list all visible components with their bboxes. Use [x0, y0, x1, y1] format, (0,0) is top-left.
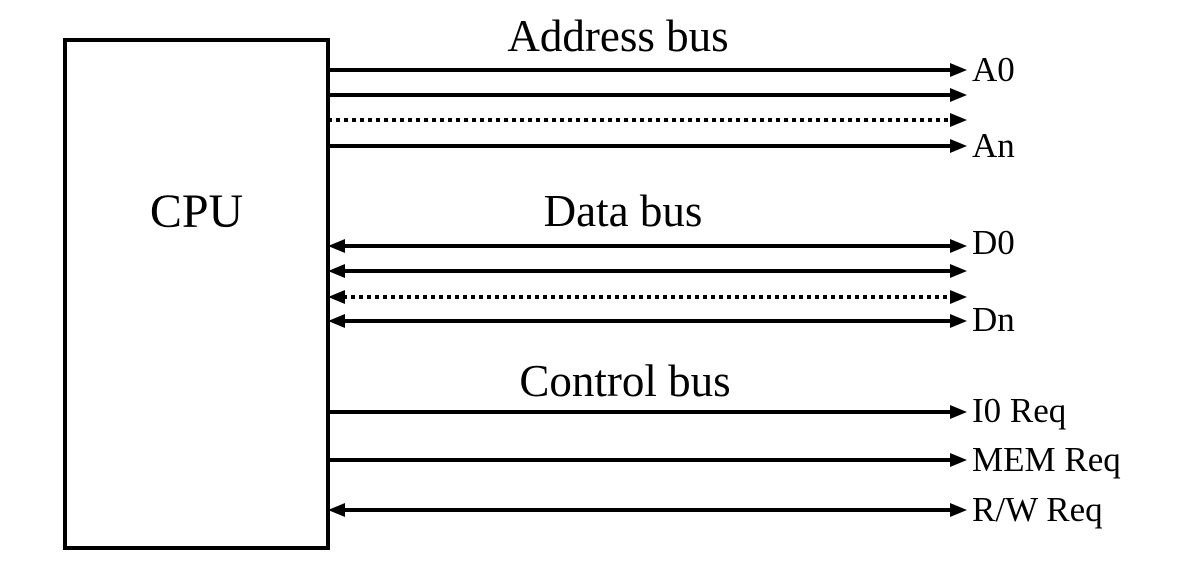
- data-signal-dn: [328, 313, 967, 329]
- signal-label-rw-req: R/W Req: [972, 490, 1103, 529]
- arrowhead-right-icon: [950, 290, 967, 304]
- data-signal-continuation: [328, 289, 967, 305]
- address-signal-2: [328, 87, 967, 103]
- arrowhead-left-icon: [328, 264, 345, 278]
- dotted-wire: [343, 295, 952, 299]
- wire: [343, 508, 952, 512]
- arrowhead-right-icon: [950, 139, 967, 153]
- arrowhead-left-icon: [328, 239, 345, 253]
- data-signal-2: [328, 263, 967, 279]
- control-bus-title: Control bus: [519, 356, 731, 406]
- arrowhead-right-icon: [950, 88, 967, 102]
- arrowhead-right-icon: [950, 453, 967, 467]
- data-signal-d0: [328, 238, 967, 254]
- wire: [343, 319, 952, 323]
- arrowhead-right-icon: [950, 405, 967, 419]
- signal-label-d0: D0: [972, 223, 1015, 262]
- arrowhead-left-icon: [328, 314, 345, 328]
- wire: [328, 68, 952, 72]
- arrowhead-right-icon: [950, 314, 967, 328]
- arrowhead-right-icon: [950, 239, 967, 253]
- arrowhead-right-icon: [950, 264, 967, 278]
- signal-label-an: An: [972, 126, 1015, 165]
- control-signal-io-req: [328, 404, 967, 420]
- address-bus-title: Address bus: [507, 11, 729, 61]
- address-signal-a0: [328, 62, 967, 78]
- wire: [328, 93, 952, 97]
- signal-label-dn: Dn: [972, 300, 1015, 339]
- wire: [328, 410, 952, 414]
- wire: [343, 269, 952, 273]
- control-signal-rw-req: [328, 502, 967, 518]
- arrowhead-left-icon: [328, 503, 345, 517]
- signal-label-io-req: I0 Req: [972, 391, 1067, 430]
- address-signal-continuation: [328, 112, 967, 128]
- signal-label-mem-req: MEM Req: [972, 440, 1121, 479]
- address-signal-an: [328, 138, 967, 154]
- wire: [328, 458, 952, 462]
- cpu-box: CPU: [63, 38, 330, 550]
- control-signal-mem-req: [328, 452, 967, 468]
- cpu-label: CPU: [149, 185, 244, 238]
- arrowhead-right-icon: [950, 113, 967, 127]
- wire: [343, 244, 952, 248]
- signal-label-a0: A0: [972, 50, 1015, 89]
- wire: [328, 144, 952, 148]
- dotted-wire: [328, 118, 952, 122]
- data-bus-title: Data bus: [543, 186, 703, 236]
- arrowhead-left-icon: [328, 290, 345, 304]
- arrowhead-right-icon: [950, 63, 967, 77]
- arrowhead-right-icon: [950, 503, 967, 517]
